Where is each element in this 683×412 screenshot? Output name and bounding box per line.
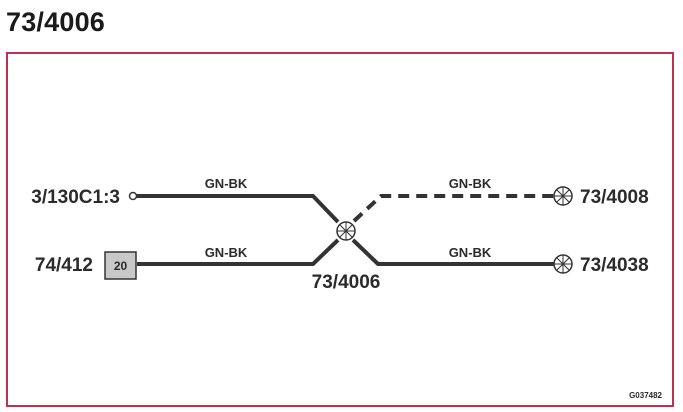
wire-left-top xyxy=(135,194,340,224)
wire-label-right-bottom: GN-BK xyxy=(449,245,492,260)
node-label-right-bottom: 73/4038 xyxy=(580,255,649,276)
wire-left-bottom xyxy=(137,238,340,266)
splice-icon xyxy=(336,221,356,241)
splice-icon xyxy=(553,254,573,274)
page-title: 73/4006 xyxy=(6,7,105,37)
node-label-left-top: 3/130C1:3 xyxy=(31,187,120,208)
wire-right-bottom xyxy=(351,238,554,266)
splice-icon xyxy=(553,186,573,206)
wire-label-right-top: GN-BK xyxy=(449,176,492,191)
connector-box-icon: 20 xyxy=(104,251,137,280)
diagram-frame xyxy=(6,52,674,407)
wire-right-top xyxy=(352,194,554,223)
open-terminal-icon xyxy=(128,191,138,201)
figure-reference: G037482 xyxy=(629,391,662,400)
connector-pin-number: 20 xyxy=(114,259,128,273)
node-label-splice: 73/4006 xyxy=(312,272,381,293)
wire-label-left-bottom: GN-BK xyxy=(205,245,248,260)
node-label-right-top: 73/4008 xyxy=(580,187,649,208)
node-label-left-bottom: 74/412 xyxy=(35,255,93,276)
wire-label-left-top: GN-BK xyxy=(205,176,248,191)
